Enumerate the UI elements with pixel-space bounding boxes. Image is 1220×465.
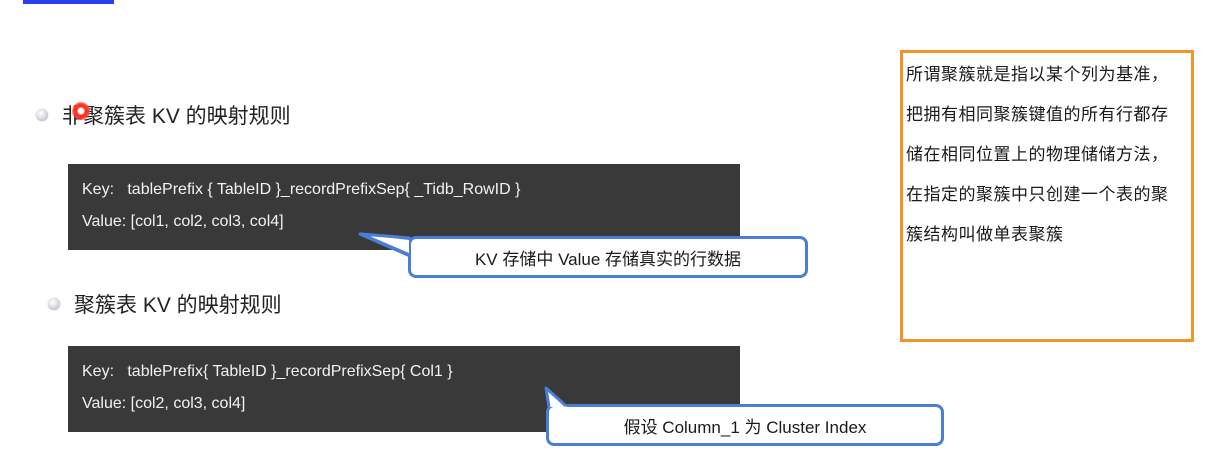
bullet-clustered-rule: 聚簇表 KV 的映射规则: [48, 289, 282, 319]
callout-value-stores-row-data: KV 存储中 Value 存储真实的行数据: [408, 236, 808, 278]
bullet-dot-icon: [36, 109, 48, 121]
code-value-line: Value: [col2, col3, col4]: [82, 395, 246, 412]
code-key-line: Key: tablePrefix { TableID }_recordPrefi…: [82, 181, 521, 198]
bullet-non-clustered-rule: 非聚簇表 KV 的映射规则: [36, 100, 291, 130]
bullet-text: 非聚簇表 KV 的映射规则: [62, 105, 291, 128]
code-key-line: Key: tablePrefix{ TableID }_recordPrefix…: [82, 363, 453, 380]
bullet-text: 聚簇表 KV 的映射规则: [74, 294, 282, 317]
title-accent-bar: [23, 0, 114, 4]
callout-text: KV 存储中 Value 存储真实的行数据: [474, 249, 742, 269]
bullet-dot-icon: [48, 298, 60, 310]
callout-tail-cover: [359, 232, 411, 257]
code-block-non-clustered: Key: tablePrefix { TableID }_recordPrefi…: [68, 164, 740, 250]
code-value-line: Value: [col1, col2, col3, col4]: [82, 213, 284, 230]
callout-tail-cover: [544, 386, 568, 408]
clustering-definition-note: 所谓聚簇就是指以某个列为基准，把拥有相同聚簇键值的所有行都存储在相同位置上的物理…: [900, 50, 1194, 342]
laser-pointer-icon: [72, 102, 90, 120]
callout-cluster-index: 假设 Column_1 为 Cluster Index: [546, 404, 944, 446]
callout-text: 假设 Column_1 为 Cluster Index: [623, 417, 867, 437]
note-text: 所谓聚簇就是指以某个列为基准，把拥有相同聚簇键值的所有行都存储在相同位置上的物理…: [906, 65, 1169, 244]
